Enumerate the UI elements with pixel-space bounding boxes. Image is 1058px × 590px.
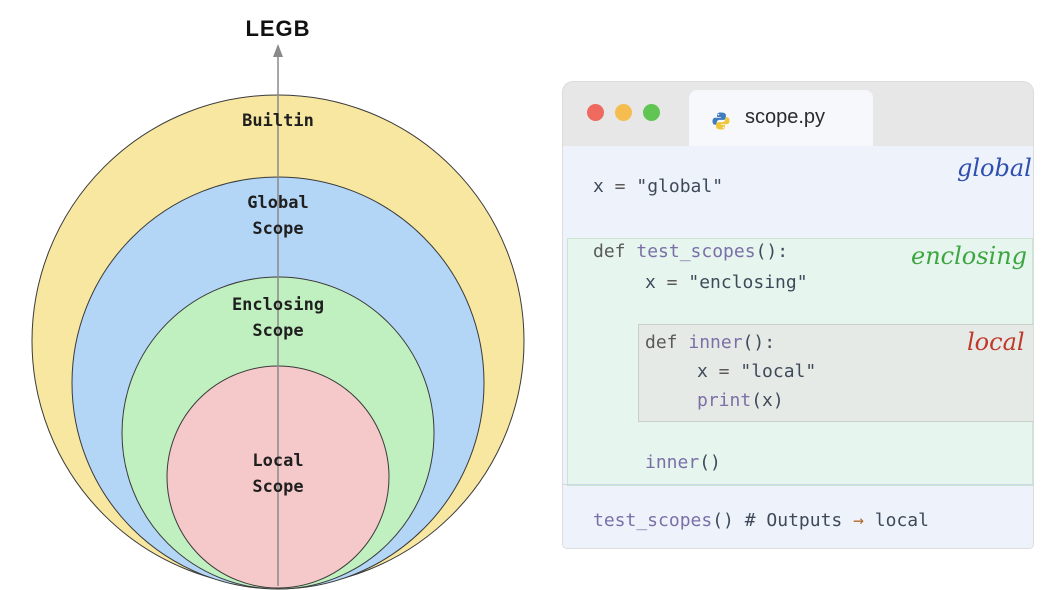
global-scope-label-line2: Scope: [252, 219, 303, 239]
python-icon: [712, 112, 730, 130]
legb-diagram: LEGB Builtin Global Scope Enclosing Scop…: [31, 16, 525, 590]
token: =: [707, 361, 741, 382]
file-tab[interactable]: scope.py: [689, 90, 873, 148]
code-editor-window: scope.py global enclosing local x = "glo…: [563, 82, 1033, 548]
token: inner: [645, 452, 700, 473]
window-titlebar: scope.py: [563, 82, 1033, 148]
token: x: [697, 361, 708, 382]
token: test_scopes: [593, 510, 713, 531]
enclosing-scope-label-line2: Scope: [252, 321, 303, 341]
local-scope-region: [638, 324, 1033, 422]
token: x: [593, 176, 604, 197]
token: def: [645, 332, 689, 353]
legb-axis-arrowhead: [273, 44, 283, 57]
code-line-1: x = "global": [593, 176, 723, 197]
global-scope-label-line1: Global: [247, 193, 308, 213]
token: inner: [688, 332, 743, 353]
token: =: [655, 272, 689, 293]
enclosing-scope-tag: enclosing: [911, 242, 1028, 270]
token: test_scopes: [636, 241, 756, 262]
code-line-3: x = "enclosing": [645, 272, 808, 293]
local-scope-tag: local: [967, 328, 1025, 356]
token: def: [593, 241, 637, 262]
arrow-icon: →: [853, 510, 864, 531]
code-line-7: inner(): [645, 452, 721, 473]
token: =: [603, 176, 637, 197]
close-window-button[interactable]: [587, 104, 604, 121]
global-region-divider: [563, 484, 1033, 485]
enclosing-scope-label-line1: Enclosing: [232, 295, 324, 315]
local-scope-label-line1: Local: [252, 451, 303, 471]
token: () # Outputs: [712, 510, 854, 531]
local-scope-label-line2: Scope: [252, 477, 303, 497]
token: (x): [751, 390, 784, 411]
token: print: [697, 390, 752, 411]
token: x: [645, 272, 656, 293]
code-line-5: x = "local": [697, 361, 816, 382]
token: (): [699, 452, 721, 473]
code-line-6: print(x): [697, 390, 784, 411]
code-line-2: def test_scopes():: [593, 241, 788, 262]
file-tab-label: scope.py: [745, 106, 826, 128]
token: "enclosing": [688, 272, 808, 293]
maximize-window-button[interactable]: [643, 104, 660, 121]
code-editor-body[interactable]: global enclosing local x = "global" def …: [563, 146, 1033, 548]
legb-title: LEGB: [245, 16, 310, 41]
token: "global": [636, 176, 724, 197]
global-scope-tag: global: [957, 154, 1032, 182]
token: local: [863, 510, 929, 531]
minimize-window-button[interactable]: [615, 104, 632, 121]
token: "local": [740, 361, 817, 382]
token: ():: [755, 241, 789, 262]
code-line-4: def inner():: [645, 332, 775, 353]
code-line-8: test_scopes() # Outputs → local: [593, 510, 929, 531]
builtin-label: Builtin: [242, 111, 314, 131]
token: ():: [742, 332, 776, 353]
